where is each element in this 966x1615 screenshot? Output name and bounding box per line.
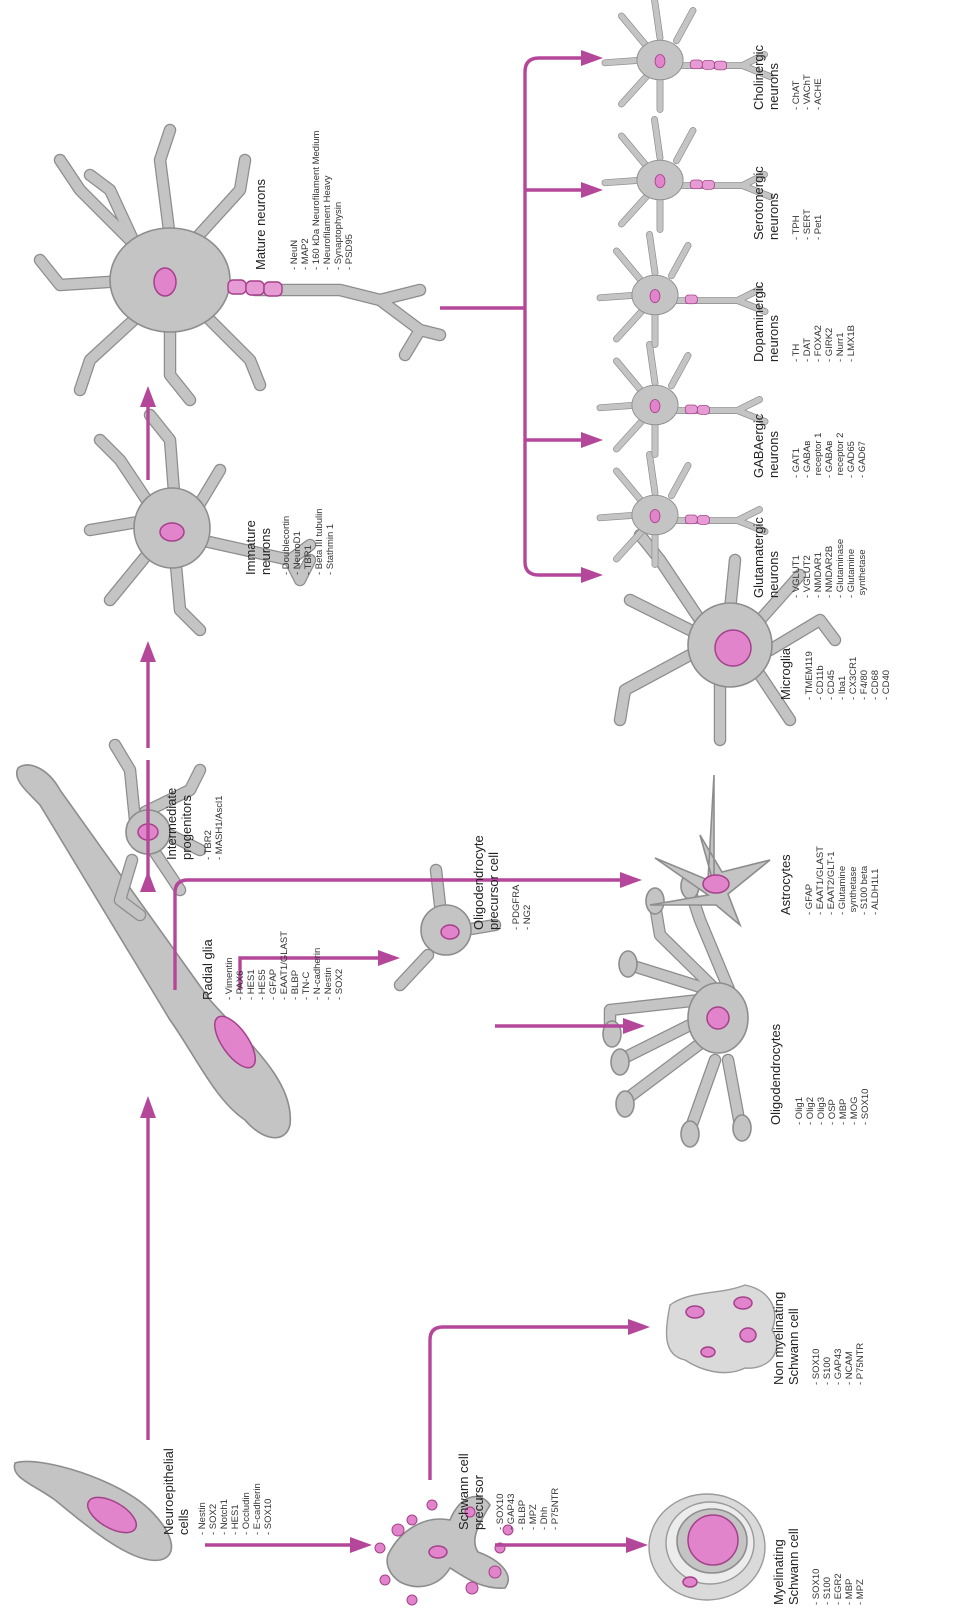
- label-microglia: Microglia - TMEM119- CD11b- CD45- Iba1- …: [778, 647, 892, 700]
- label-immature-neurons: Immatureneurons - Doublecortin- NeuroD1-…: [243, 508, 336, 575]
- label-schwann-precursor: Schwann cellprecursor - SOX10- GAP43- BL…: [456, 1453, 561, 1530]
- astrocyte-illustration: [650, 775, 770, 925]
- label-neuroepithelial: Neuroepithelialcells - Nestin- SOX2- Not…: [161, 1448, 274, 1535]
- title: Oligodendrocytes: [768, 1023, 783, 1125]
- marker-list: - ChAT- VAChT- ACHE: [791, 74, 824, 110]
- title: Non myelinatingSchwann cell: [771, 1292, 801, 1385]
- immature-neuron-illustration: [90, 415, 310, 630]
- myelinating-schwann-illustration: [649, 1494, 765, 1600]
- title: Dopaminergicneurons: [751, 281, 781, 362]
- schwann-precursor-illustration: [375, 1497, 513, 1605]
- label-radial-glia: Radial glia - Vimentin- PAX6- HES1- HES5…: [200, 931, 345, 1000]
- label-oligodendrocytes: Oligodendrocytes - Olig1- Olig2- Olig3- …: [768, 1023, 871, 1125]
- label-non-myelinating-schwann: Non myelinatingSchwann cell - SOX10- S10…: [771, 1292, 866, 1385]
- arrow-subtype-branch: [525, 58, 583, 562]
- title: Radial glia: [200, 939, 215, 1000]
- title: Schwann cellprecursor: [456, 1453, 486, 1530]
- marker-list: - GFAP- EAAT1/GLAST- EAAT2/GLT-1- Glutam…: [804, 846, 881, 915]
- label-serotonergic-neurons: Serotonergicneurons - TPH- SERT- Pet1: [751, 166, 824, 240]
- marker-list: - SOX10- S100- GAP43- NCAM- P75NTR: [811, 1343, 866, 1385]
- title: Intermediateprogenitors: [164, 788, 194, 860]
- title: Astrocytes: [778, 854, 793, 915]
- marker-list: - GAT1- GABAʙ receptor 1- GABAʙ receptor…: [791, 433, 868, 478]
- marker-list: - VGLUT1- VGLUT2- NMDAR1- NMDAR2B- Gluta…: [791, 539, 868, 598]
- gabaergic-neuron-illustration: [600, 345, 765, 455]
- label-opc: Oligodendrocyteprecursor cell - PDGFRA- …: [471, 835, 533, 930]
- marker-list: - Vimentin- PAX6- HES1- HES5- GFAP- EAAT…: [224, 931, 345, 1000]
- title: Mature neurons: [253, 178, 268, 270]
- label-gabaergic-neurons: GABAergicneurons - GAT1- GABAʙ receptor …: [751, 413, 868, 478]
- marker-list: - TH- DAT- FOXA2- GIRK2- Nurr1- LMX1B: [791, 325, 857, 362]
- title: Oligodendrocyteprecursor cell: [471, 835, 501, 930]
- label-astrocytes: Astrocytes - GFAP- EAAT1/GLAST- EAAT2/GL…: [778, 846, 881, 915]
- dopaminergic-neuron-illustration: [600, 235, 765, 345]
- marker-list: - SOX10- S100- EGR2- MBP- MPZ: [811, 1569, 866, 1605]
- marker-list: - SOX10- GAP43- BLBP- MPZ- Dhh- P75NTR: [495, 1488, 561, 1530]
- marker-list: - TPH- SERT- Pet1: [791, 209, 824, 240]
- cholinergic-neuron-illustration: [605, 0, 770, 109]
- marker-list: - NeuN- MAP2- 160 kDa Neurofilament Medi…: [289, 131, 355, 270]
- label-dopaminergic-neurons: Dopaminergicneurons - TH- DAT- FOXA2- GI…: [751, 281, 857, 362]
- marker-list: - Olig1- Olig2- Olig3- OSP- MBP- MOG- SO…: [794, 1089, 871, 1125]
- title: MyelinatingSchwann cell: [771, 1528, 801, 1605]
- label-mature-neurons: Mature neurons - NeuN- MAP2- 160 kDa Neu…: [253, 131, 355, 270]
- mature-neuron-illustration: [40, 130, 440, 400]
- title: Neuroepithelialcells: [161, 1448, 191, 1535]
- label-cholinergic-neurons: Cholinergicneurons - ChAT- VAChT- ACHE: [751, 44, 824, 110]
- glutamatergic-neuron-illustration: [600, 455, 765, 565]
- neuroepithelial-cell-illustration: [14, 1461, 171, 1560]
- marker-list: - PDGFRA- NG2: [511, 884, 533, 930]
- marker-list: - TBR2- MASH1/Ascl1: [203, 796, 225, 860]
- label-glutamatergic-neurons: Glutamatergicneurons - VGLUT1- VGLUT2- N…: [751, 517, 868, 598]
- non-myelinating-schwann-illustration: [666, 1285, 776, 1373]
- marker-list: - Nestin- SOX2- Notch1- HES1- Occludin- …: [197, 1483, 274, 1535]
- marker-list: - TMEM119- CD11b- CD45- Iba1- CX3CR1- F4…: [804, 651, 892, 700]
- title: Immatureneurons: [243, 520, 273, 575]
- label-myelinating-schwann: MyelinatingSchwann cell - SOX10- S100- E…: [771, 1528, 866, 1605]
- title: Microglia: [778, 647, 793, 700]
- serotonergic-neuron-illustration: [605, 120, 770, 230]
